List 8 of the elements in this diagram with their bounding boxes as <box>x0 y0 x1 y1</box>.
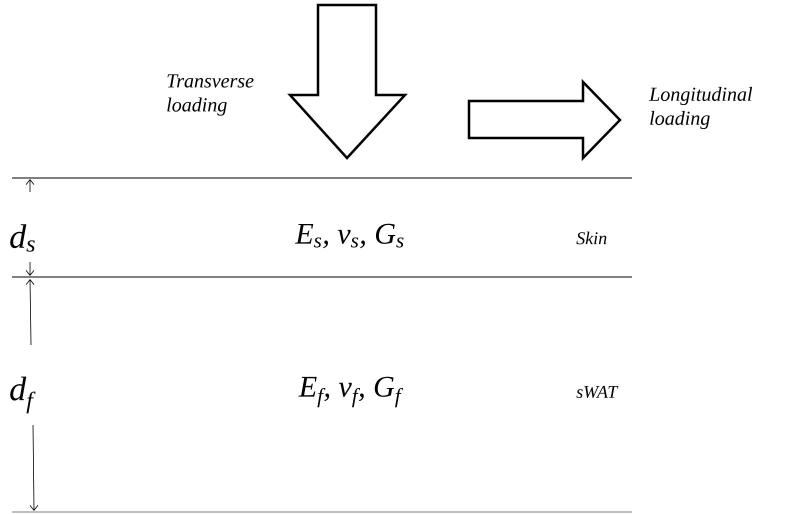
property-label: E$_{s}$, ν$_{s}$, G$_{s}$ <box>295 224 404 248</box>
load-label: Longitudinal loading <box>648 86 752 130</box>
dimension-label: d$_{s}$ <box>10 224 35 252</box>
load-label: Transverse loading <box>167 74 254 116</box>
layer-label: Skin <box>576 232 606 244</box>
dimension-label: d$_{f}$ <box>10 376 36 414</box>
property-label: E$_{f}$, ν$_{f}$, G$_{f}$ <box>298 376 404 408</box>
layer-label: sWAT <box>576 386 618 398</box>
